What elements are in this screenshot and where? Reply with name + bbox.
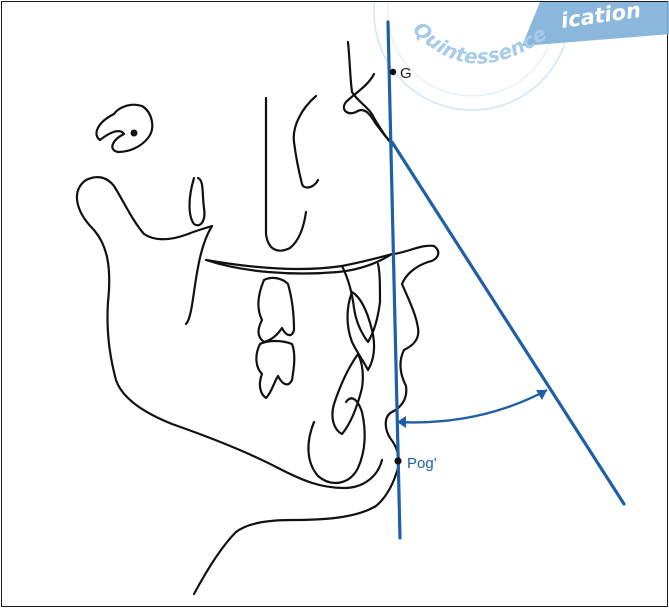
ear-dot [131,130,138,137]
ramus-inner [186,226,212,324]
upper-lip-outline [394,246,438,350]
profile-tangent-line [392,142,624,504]
skull-profile-outline [77,42,438,594]
condyle-notch [86,177,212,239]
angle-arc [397,390,547,422]
pogonion-point [394,457,401,464]
glabella-point [390,69,396,75]
lower-incisor [332,354,362,434]
glabella-label: G [400,65,412,82]
symphysis-outline [308,398,364,483]
palatal-plane [206,254,392,274]
nasal-bone [294,96,318,187]
watermark-ring-text: Quintessence [408,17,551,69]
neck-outline [194,468,398,594]
ear-outline [96,105,152,152]
publisher-watermark-seal: ication Quintessence [374,2,669,110]
coronoid-process [190,178,205,225]
upper-molar [258,278,294,342]
lower-molar [256,341,294,398]
mandible-ramus [77,180,382,488]
pogonion-label: Pog' [407,455,437,472]
